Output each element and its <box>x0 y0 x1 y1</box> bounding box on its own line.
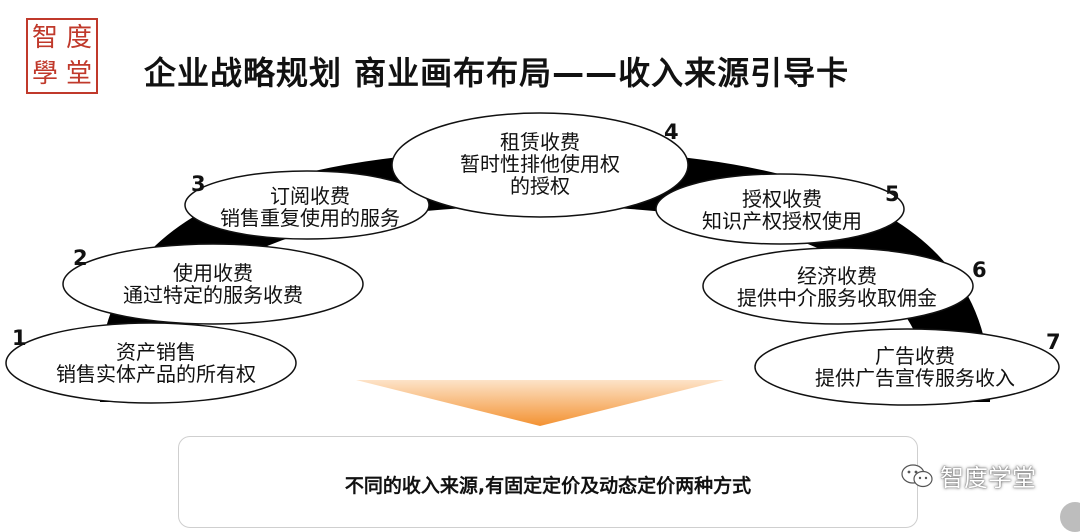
node-1-title: 资产销售 <box>116 340 196 364</box>
ellipse-node-6 <box>702 247 974 325</box>
node-6-number: 6 <box>972 258 987 282</box>
corner-button[interactable] <box>1060 502 1080 532</box>
node-2: 使用收费 通过特定的服务收费 <box>93 262 333 306</box>
watermark: 智度学堂 <box>900 458 1036 493</box>
node-5-number: 5 <box>885 182 900 206</box>
node-2-number: 2 <box>73 246 88 270</box>
node-7-desc: 提供广告宣传服务收入 <box>815 366 1015 390</box>
logo-char: 堂 <box>65 59 92 89</box>
node-3: 订阅收费 销售重复使用的服务 <box>190 185 430 229</box>
node-4-number: 4 <box>664 120 679 144</box>
node-5-desc: 知识产权授权使用 <box>702 209 862 233</box>
down-arrow <box>356 380 724 426</box>
node-5-title: 授权收费 <box>742 187 822 211</box>
node-1-desc: 销售实体产品的所有权 <box>56 362 256 386</box>
ellipse-node-3 <box>184 170 430 240</box>
node-3-desc: 销售重复使用的服务 <box>220 206 400 230</box>
ellipse-node-7 <box>754 328 1060 406</box>
revenue-arc-diagram <box>5 112 1060 426</box>
ellipse-node-2 <box>62 243 364 325</box>
node-7-number: 7 <box>1046 330 1061 354</box>
ellipse-node-4 <box>391 112 689 218</box>
ellipse-node-5 <box>655 173 905 245</box>
node-6: 经济收费 提供中介服务收取佣金 <box>712 265 962 309</box>
logo-char: 度 <box>65 23 92 53</box>
node-3-title: 订阅收费 <box>270 184 350 208</box>
node-7-title: 广告收费 <box>875 344 955 368</box>
node-4: 租赁收费 暂时性排他使用权 的授权 <box>420 131 660 197</box>
node-3-number: 3 <box>191 172 206 196</box>
node-4-desc-2: 的授权 <box>510 174 570 198</box>
node-1: 资产销售 销售实体产品的所有权 <box>36 341 276 385</box>
node-4-title: 租赁收费 <box>500 130 580 154</box>
page-title: 企业战略规划 商业画布布局——收入来源引导卡 <box>144 54 850 92</box>
node-6-desc: 提供中介服务收取佣金 <box>737 286 937 310</box>
wechat-icon <box>901 463 933 487</box>
logo-char: 智 <box>31 23 58 53</box>
node-7: 广告收费 提供广告宣传服务收入 <box>790 345 1040 389</box>
watermark-text: 智度学堂 <box>940 464 1036 492</box>
node-2-desc: 通过特定的服务收费 <box>123 283 303 307</box>
summary-text: 不同的收入来源,有固定定价及动态定价两种方式 <box>344 475 752 497</box>
node-6-title: 经济收费 <box>797 264 877 288</box>
node-1-number: 1 <box>12 326 27 350</box>
ellipse-node-1 <box>5 322 297 404</box>
node-2-title: 使用收费 <box>173 261 253 285</box>
logo-char: 學 <box>31 59 58 89</box>
node-5: 授权收费 知识产权授权使用 <box>662 188 902 232</box>
node-4-desc: 暂时性排他使用权 <box>460 152 620 176</box>
logo: 智 度 學 堂 <box>26 18 98 94</box>
summary-box: 不同的收入来源,有固定定价及动态定价两种方式 <box>178 436 918 528</box>
